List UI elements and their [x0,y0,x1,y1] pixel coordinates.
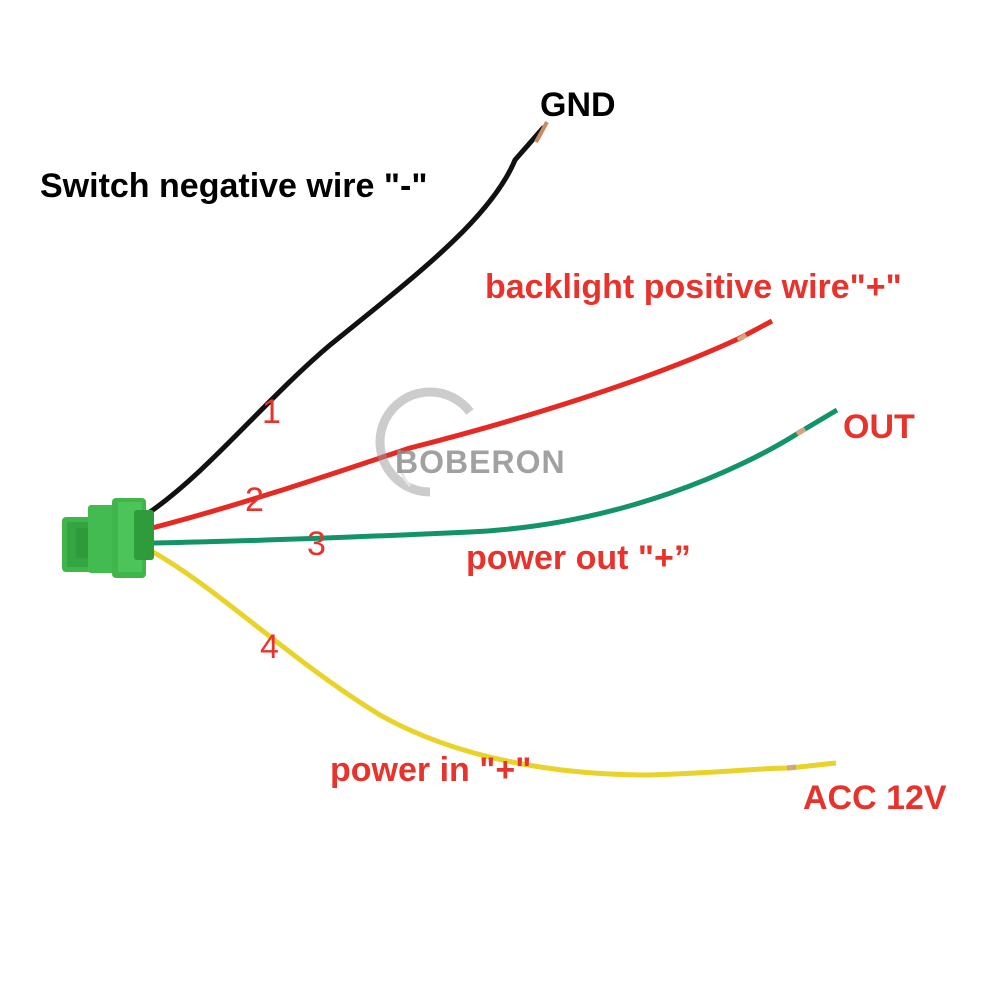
watermark-logo [375,387,474,497]
yellow-wire-strip [786,764,797,771]
acc-label: ACC 12V [803,779,947,817]
black-wire [147,125,546,515]
watermark-brand: BOBERON [395,444,566,480]
gnd-label: GND [540,86,616,124]
out-label: OUT [843,408,915,446]
yellow-wire [150,549,793,778]
pin-number-3: 3 [307,525,326,563]
backlight-positive-label: backlight positive wire"+" [485,268,902,306]
green-wire-strip [795,426,807,437]
red-wire [149,335,743,531]
power-in-label: power in "+" [330,751,532,789]
switch-negative-label: Switch negative wire "-" [40,167,428,205]
connector [62,498,154,578]
pin-number-4: 4 [260,628,279,666]
power-out-label: power out "+” [466,539,691,577]
red-wire-strip [736,332,748,343]
pin-number-1: 1 [262,393,281,431]
green-wire-tip [798,407,839,435]
pin-number-2: 2 [245,481,264,519]
green-wire [151,429,803,546]
black-wire-tip [534,121,549,143]
yellow-wire-tip [789,760,837,771]
